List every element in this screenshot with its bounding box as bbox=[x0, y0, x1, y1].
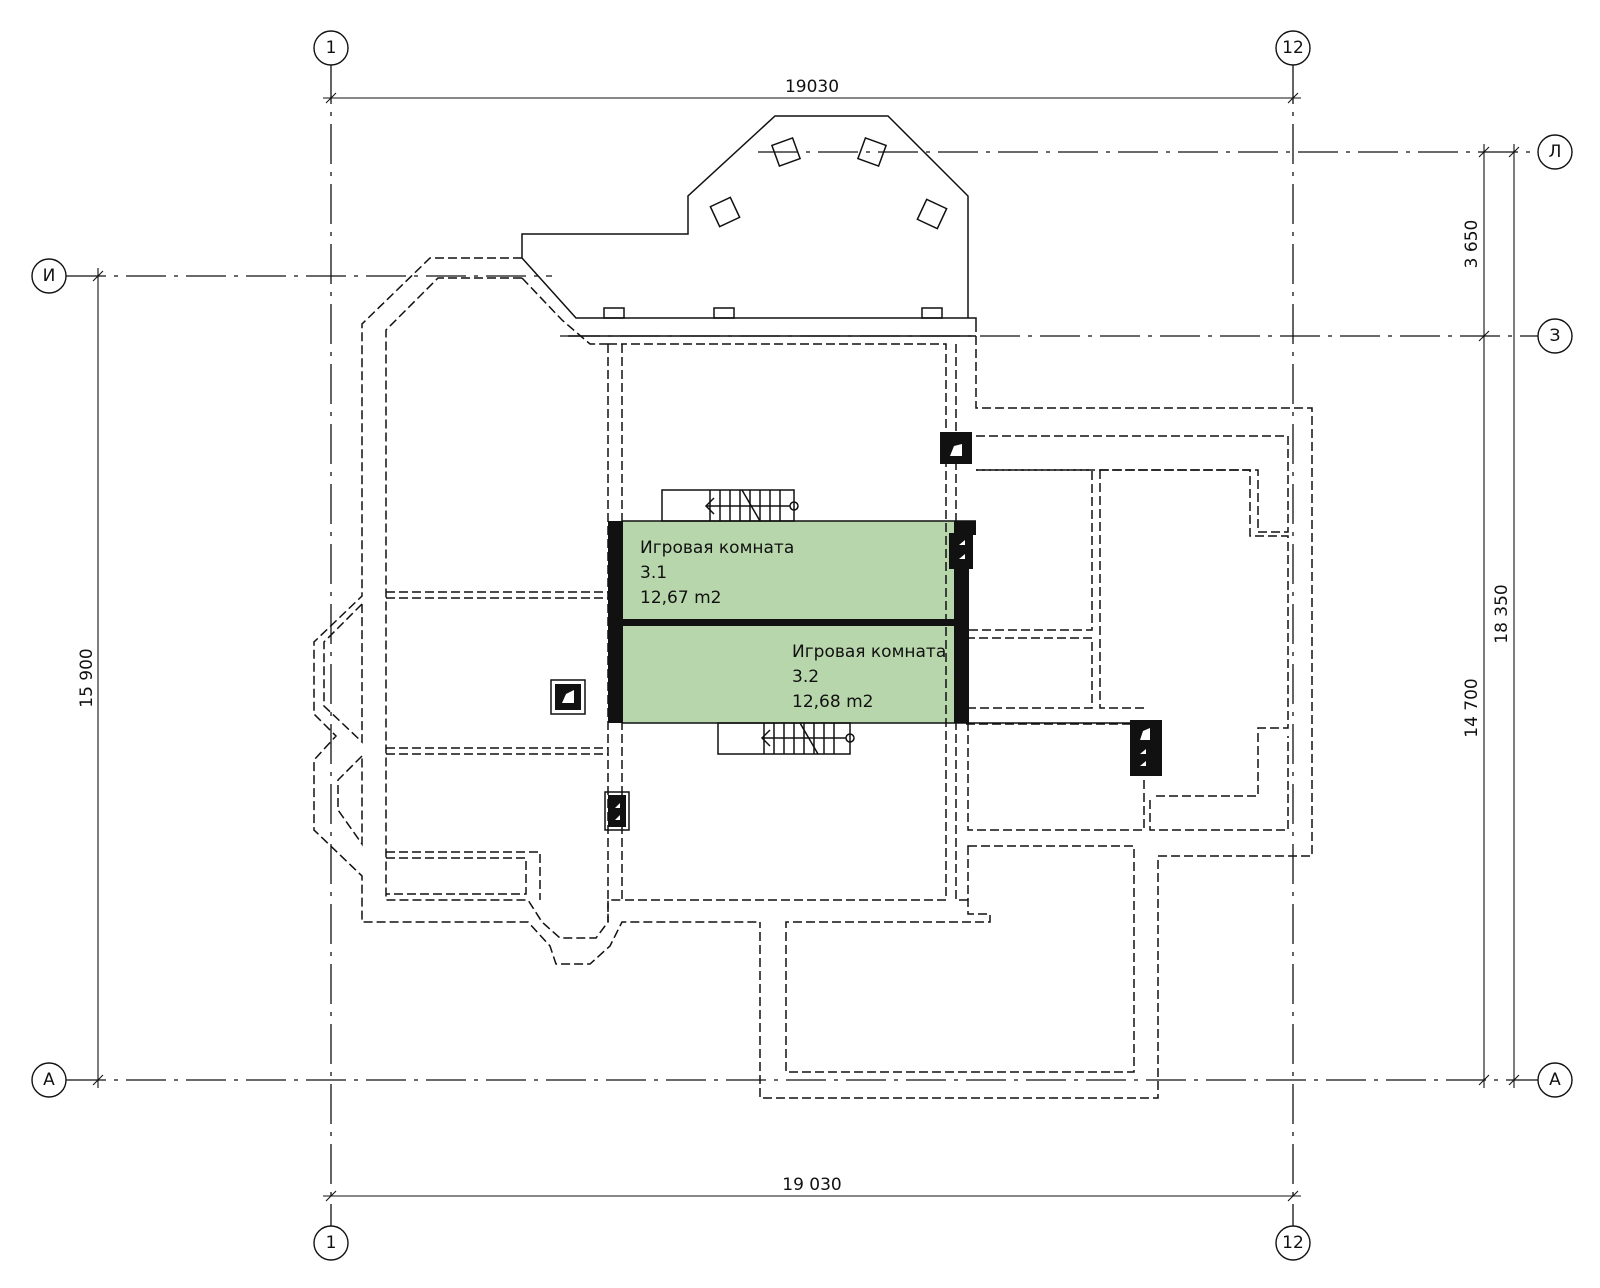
bay-terrace-edge bbox=[521, 257, 977, 332]
room-number: 3.2 bbox=[792, 667, 819, 687]
dimension-bottom: 19 030 bbox=[323, 1175, 1301, 1202]
right-wing-room-c bbox=[1099, 470, 1144, 709]
bay-column bbox=[770, 136, 802, 168]
svg-text:1: 1 bbox=[326, 38, 337, 58]
axis-bubble-col-1-top: 1 bbox=[313, 30, 349, 66]
left-bay-lower bbox=[337, 754, 363, 847]
dimension-right-inner-label: 14 700 bbox=[1462, 678, 1482, 737]
dimension-bottom-label: 19 030 bbox=[782, 1175, 841, 1195]
svg-text:1: 1 bbox=[326, 1233, 337, 1253]
svg-text:Л: Л bbox=[1549, 142, 1562, 162]
right-wing-corridor bbox=[966, 723, 1145, 831]
room-area: 12,68 m2 bbox=[792, 692, 873, 712]
axis-bubble-row-A-right: А bbox=[1537, 1062, 1573, 1098]
dimension-right-outer: 18 350 bbox=[1492, 144, 1520, 1088]
axis-bubble-col-1-bottom: 1 bbox=[313, 1225, 349, 1261]
axis-bubble-row-I: И bbox=[31, 258, 67, 294]
svg-text:А: А bbox=[43, 1070, 55, 1090]
right-wing-inner bbox=[976, 435, 1289, 533]
wall-middle bbox=[608, 619, 969, 626]
svg-text:И: И bbox=[43, 266, 56, 286]
dimension-right-outer-label: 18 350 bbox=[1492, 584, 1512, 643]
axis-bubble-row-Z: З bbox=[1537, 318, 1573, 354]
dimension-left: 15 900 bbox=[77, 268, 104, 1088]
svg-text:12: 12 bbox=[1282, 38, 1304, 58]
partition-bath-inner bbox=[386, 857, 527, 895]
vent-shaft-icon bbox=[940, 432, 972, 464]
bay-outline bbox=[521, 115, 969, 318]
dimension-right-upper-label: 3 650 bbox=[1462, 220, 1482, 269]
left-wing-diagonal bbox=[521, 277, 608, 345]
room-name: Игровая комната bbox=[792, 642, 946, 662]
axis-lines bbox=[66, 64, 1538, 1226]
dimension-top-label: 19030 bbox=[785, 77, 839, 97]
room-label-3-1: Игровая комната 3.1 12,67 m2 bbox=[640, 538, 794, 608]
right-wing-room-a bbox=[966, 469, 1093, 631]
axis-bubble-row-A-left: А bbox=[31, 1062, 67, 1098]
room-name: Игровая комната bbox=[640, 538, 794, 558]
vent-shafts bbox=[550, 432, 1162, 831]
dimension-left-label: 15 900 bbox=[77, 648, 97, 707]
outer-walls-solid bbox=[521, 115, 977, 337]
axis-bubble-col-12-top: 12 bbox=[1275, 30, 1311, 66]
bay-post bbox=[921, 307, 943, 319]
dimension-lines: 19030 19 030 15 900 3 650 14 700 bbox=[77, 77, 1520, 1202]
svg-text:А: А bbox=[1549, 1070, 1561, 1090]
svg-text:З: З bbox=[1550, 326, 1561, 346]
room-label-3-2: Игровая комната 3.2 12,68 m2 bbox=[792, 642, 946, 712]
bay-post bbox=[713, 307, 735, 319]
dimension-top: 19030 bbox=[323, 77, 1301, 104]
axis-bubbles: 1 12 1 12 И А Л З bbox=[31, 30, 1573, 1261]
bay-post bbox=[603, 307, 625, 319]
vent-shaft-icon bbox=[604, 791, 630, 831]
stairs-upper bbox=[661, 489, 799, 522]
partition-bath bbox=[386, 851, 541, 900]
right-wing-room-d bbox=[966, 637, 1093, 709]
bay-column bbox=[709, 196, 741, 228]
axis-bubble-row-L: Л bbox=[1537, 134, 1573, 170]
bay-columns bbox=[603, 136, 948, 319]
room-number: 3.1 bbox=[640, 563, 667, 583]
axis-bubble-col-12-bottom: 12 bbox=[1275, 1225, 1311, 1261]
highlighted-rooms bbox=[622, 521, 956, 723]
garage bbox=[785, 845, 1135, 1073]
room-solid-walls bbox=[608, 520, 1130, 724]
vent-shaft-icon bbox=[1130, 720, 1162, 776]
left-wing-inner-wall bbox=[385, 277, 622, 939]
room-3-1-fill bbox=[622, 521, 956, 622]
dimension-right-inner: 3 650 14 700 bbox=[1462, 144, 1490, 1088]
svg-text:12: 12 bbox=[1282, 1233, 1304, 1253]
vent-shaft-icon bbox=[949, 533, 973, 569]
vent-shaft-icon bbox=[550, 679, 586, 715]
right-wing-room-e bbox=[1149, 736, 1289, 831]
room-area: 12,67 m2 bbox=[640, 588, 721, 608]
room-3-2-fill bbox=[622, 626, 956, 723]
right-wing-room-b bbox=[1100, 469, 1289, 797]
stairs-lower bbox=[717, 722, 855, 755]
left-bay-upper bbox=[323, 602, 363, 744]
bay-column bbox=[916, 198, 948, 230]
left-wing-outer-wall bbox=[313, 257, 760, 965]
bay-column bbox=[856, 136, 888, 168]
